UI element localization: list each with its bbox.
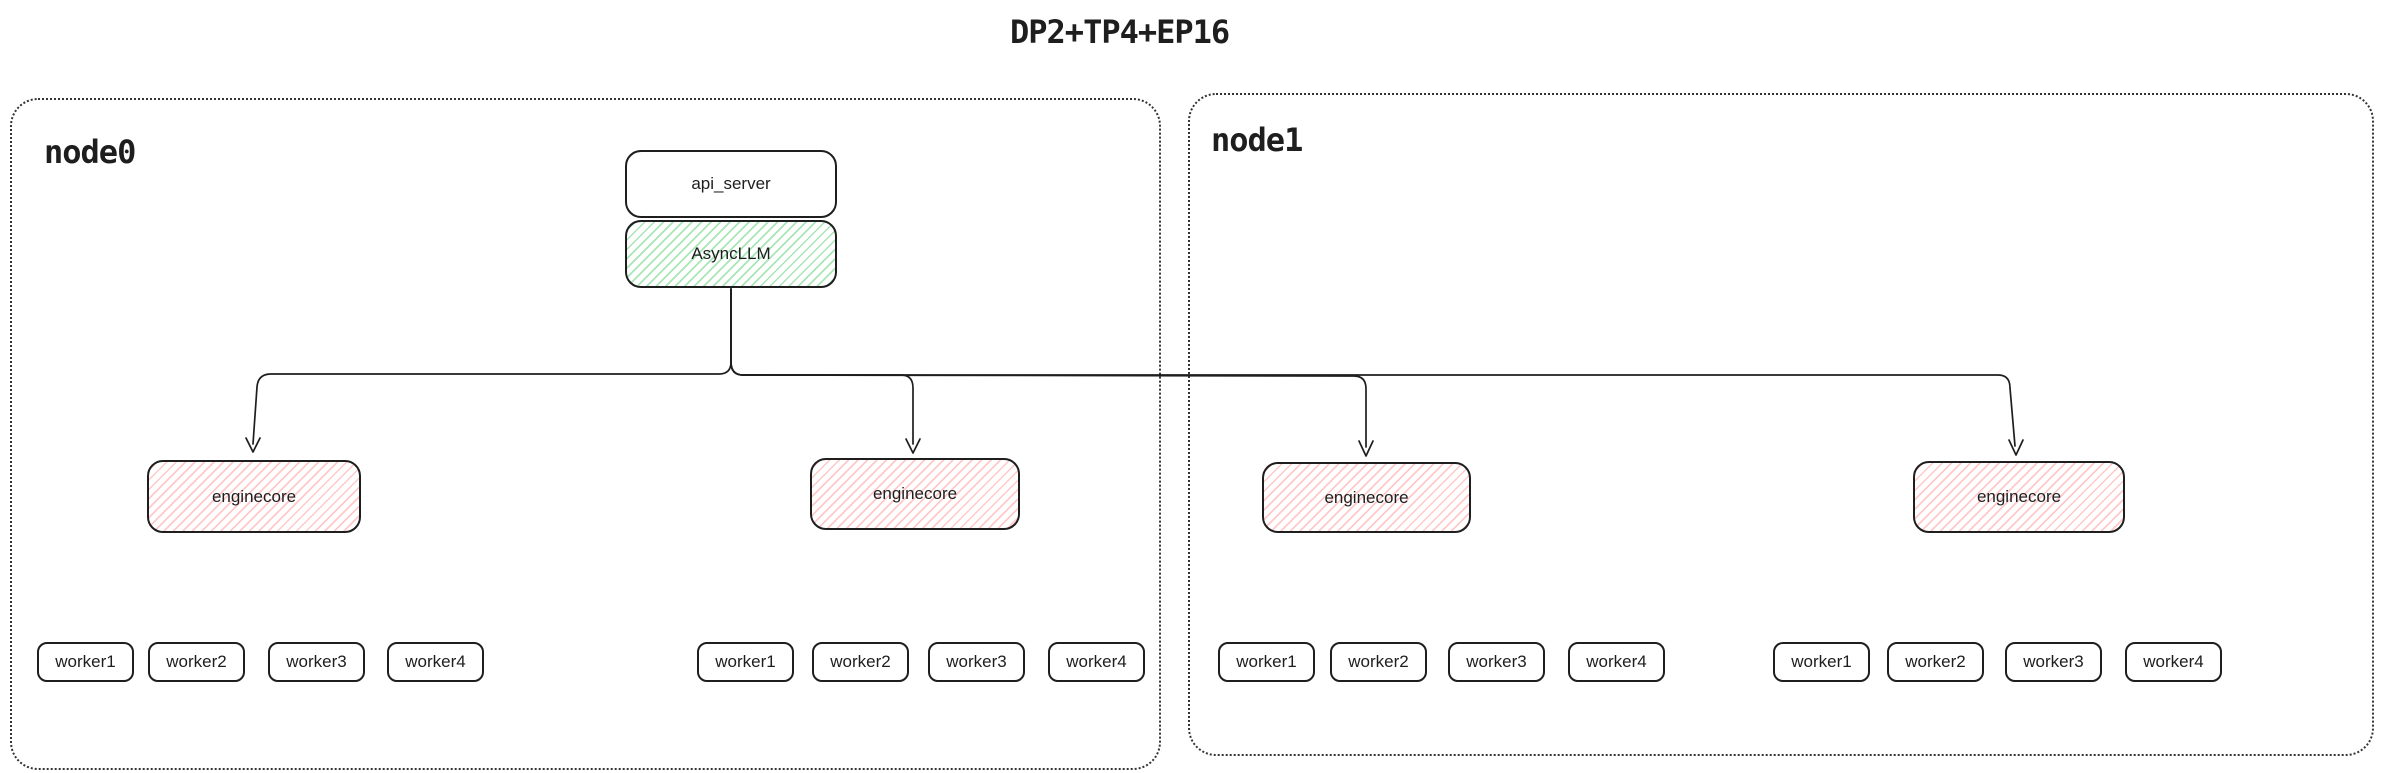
- enginecore-box-1: enginecore: [147, 460, 361, 533]
- api-server-box: api_server: [625, 150, 837, 218]
- worker-box: worker1: [37, 642, 134, 682]
- worker-box: worker3: [928, 642, 1025, 682]
- worker-box: worker2: [812, 642, 909, 682]
- worker-box: worker3: [268, 642, 365, 682]
- worker-box: worker4: [2125, 642, 2222, 682]
- worker-box: worker1: [1218, 642, 1315, 682]
- worker-box: worker2: [1887, 642, 1984, 682]
- asyncllm-box: AsyncLLM: [625, 220, 837, 288]
- worker-box: worker4: [1568, 642, 1665, 682]
- worker-box: worker2: [148, 642, 245, 682]
- enginecore-box-2: enginecore: [810, 458, 1020, 530]
- node0-label: node0: [44, 133, 136, 171]
- worker-box: worker1: [1773, 642, 1870, 682]
- diagram-title: DP2+TP4+EP16: [1010, 13, 1230, 51]
- worker-box: worker1: [697, 642, 794, 682]
- worker-box: worker2: [1330, 642, 1427, 682]
- node1-label: node1: [1211, 121, 1303, 159]
- worker-box: worker3: [1448, 642, 1545, 682]
- enginecore-box-4: enginecore: [1913, 461, 2125, 533]
- worker-box: worker4: [1048, 642, 1145, 682]
- worker-box: worker4: [387, 642, 484, 682]
- enginecore-box-3: enginecore: [1262, 462, 1471, 533]
- worker-box: worker3: [2005, 642, 2102, 682]
